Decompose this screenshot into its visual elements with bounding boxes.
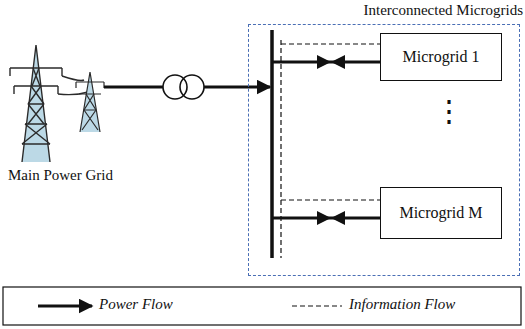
microgrid-region: Interconnected MicrogridsMicrogrid 1Micr… [248, 24, 520, 276]
box-label: Microgrid 1 [403, 48, 480, 66]
legend-sample-information [292, 305, 342, 306]
microgrid-box: Microgrid 1 [380, 33, 502, 81]
tower-illustration [76, 72, 104, 132]
transformer-symbol [163, 75, 204, 99]
flow-arrowhead [331, 55, 345, 69]
microgrid-box: Microgrid M [380, 187, 502, 239]
ellipsis-mark: ⋮ [434, 96, 464, 126]
information-bus [280, 40, 281, 258]
feeder-line [104, 86, 163, 89]
flow-arrowhead [331, 211, 345, 225]
legend-label: Power Flow [99, 296, 173, 313]
illustration-label: Main Power Grid [8, 168, 113, 183]
bus-bar [270, 30, 274, 258]
legend-frame [3, 287, 521, 325]
feeder-arrow [204, 86, 270, 89]
legend-label: Information Flow [349, 296, 455, 313]
legend-sample-power [38, 305, 92, 308]
flow-arrowhead [317, 55, 331, 69]
information-link [281, 43, 380, 44]
region-heading: Interconnected Microgrids [363, 2, 523, 19]
box-label: Microgrid M [399, 204, 482, 222]
tower-illustration [10, 45, 88, 162]
flow-arrowhead [317, 211, 331, 225]
information-link [281, 199, 380, 200]
